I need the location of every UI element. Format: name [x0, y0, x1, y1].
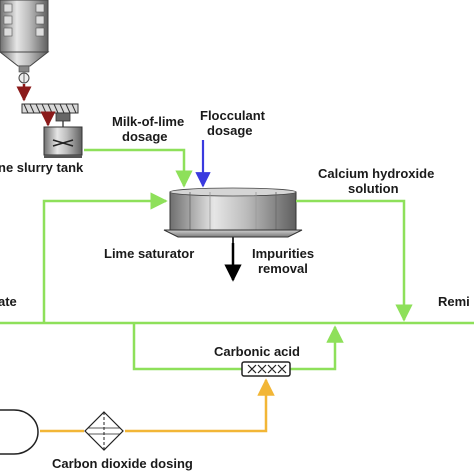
milk-of-lime-label-2: dosage — [122, 129, 168, 144]
impurities-label-2: removal — [258, 261, 308, 276]
co2-vaporizer — [84, 411, 124, 451]
left-edge-label: ate — [0, 294, 17, 309]
right-edge-label: Remi — [438, 294, 470, 309]
co2-tank — [0, 409, 39, 455]
flocculant-label-1: Flocculant — [200, 108, 266, 123]
calcium-hydroxide-line — [296, 199, 413, 322]
lime-silo — [0, 0, 50, 84]
slurry-tank-label: ne slurry tank — [0, 160, 84, 175]
impurities-label-1: Impurities — [252, 246, 314, 261]
calcium-label-1: Calcium hydroxide — [318, 166, 434, 181]
recirculation-line — [42, 192, 168, 323]
static-mixer — [241, 361, 291, 377]
carbonic-branch-in — [132, 323, 242, 371]
carbonic-branch-out — [290, 325, 344, 371]
lime-saturator — [163, 187, 303, 243]
lime-slurry-tank — [43, 112, 83, 158]
calcium-label-2: solution — [348, 181, 399, 196]
co2-dosing-label: Carbon dioxide dosing — [52, 456, 193, 471]
lime-saturator-label: Lime saturator — [104, 246, 194, 261]
milk-of-lime-label-1: Milk-of-lime — [112, 114, 184, 129]
carbonic-acid-label: Carbonic acid — [214, 344, 300, 359]
screw-conveyor — [21, 103, 79, 114]
flocculant-label-2: dosage — [207, 123, 253, 138]
co2-line — [125, 378, 275, 433]
milk-of-lime-line — [84, 148, 193, 188]
